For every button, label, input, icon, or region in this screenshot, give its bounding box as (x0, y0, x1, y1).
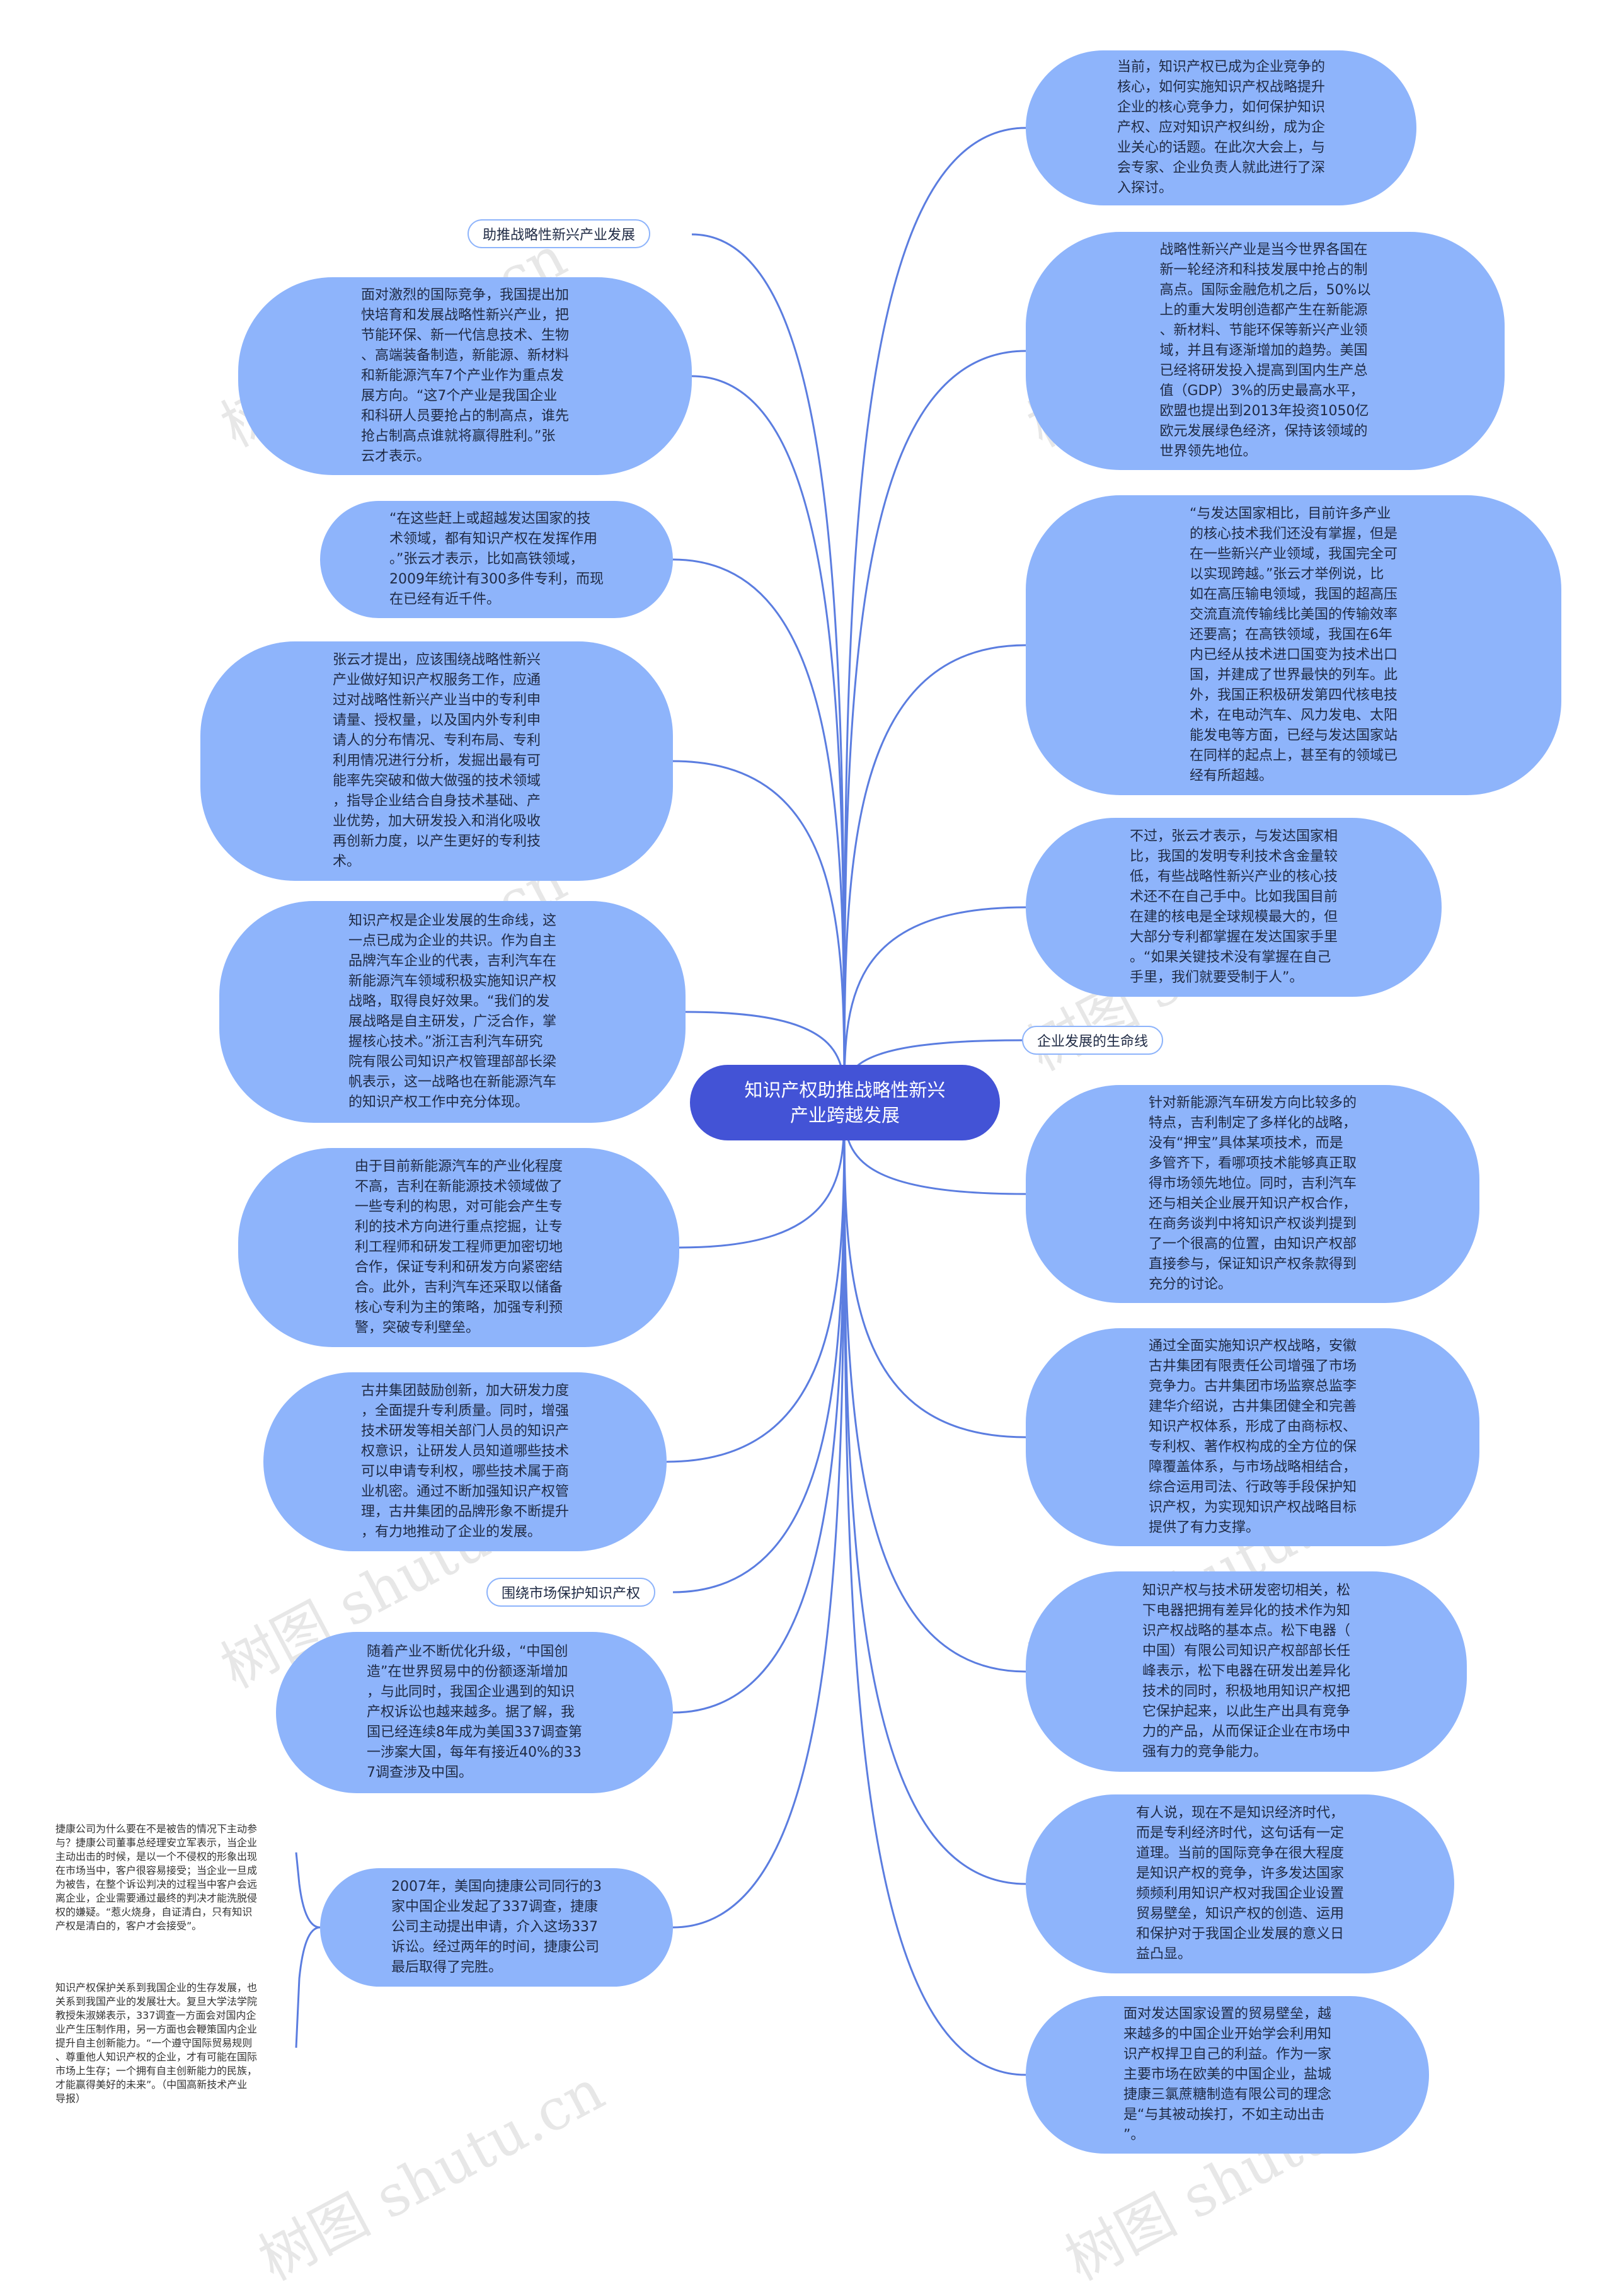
topic-node-text: 不过，张云才表示，与发达国家相 比，我国的发明专利技术含金量较 低，有些战略性新… (1129, 829, 1338, 985)
topic-node-text: 知识产权是企业发展的生命线，这 一点已成为企业的共识。作为自主 品牌汽车企业的代… (348, 913, 556, 1110)
topic-node-text: “在这些赶上或超越发达国家的技 术领域，都有知识产权在发挥作用 。”张云才表示，… (389, 511, 604, 607)
topic-node-text: “与发达国家相比，目前许多产业 的核心技术我们还没有掌握，但是 在一些新兴产业领… (1189, 506, 1398, 784)
topic-node-left[interactable]: 随着产业不断优化升级，“中国创 造”在世界贸易中的份额逐渐增加 ，与此同时，我国… (276, 1632, 673, 1793)
connector-line (691, 233, 846, 1103)
topic-node-right[interactable]: 有人说，现在不是知识经济时代， 而是专利经济时代，这句话有一定 道理。当前的国际… (1026, 1794, 1454, 1973)
topic-node-right[interactable]: 面对发达国家设置的贸易壁垒，越 来越多的中国企业开始学会利用知 识产权捍卫自己的… (1026, 1996, 1429, 2154)
topic-node-text: 当前，知识产权已成为企业竞争的 核心，如何实施知识产权战略提升 企业的核心竞争力… (1116, 59, 1325, 196)
connector-line (843, 1102, 1026, 2076)
topic-node-right[interactable]: 当前，知识产权已成为企业竞争的 核心，如何实施知识产权战略提升 企业的核心竞争力… (1026, 50, 1416, 205)
connector-line (843, 350, 1026, 1103)
topic-node-left[interactable]: 由于目前新能源汽车的产业化程度 不高，吉利在新能源技术领域做了 一些专利的构思，… (238, 1148, 679, 1347)
topic-node-right[interactable]: “与发达国家相比，目前许多产业 的核心技术我们还没有掌握，但是 在一些新兴产业领… (1026, 495, 1561, 795)
topic-node-left[interactable]: 古井集团鼓励创新，加大研发力度 ，全面提升专利质量。同时，增强 技术研发等相关部… (263, 1372, 667, 1551)
topic-node-left[interactable]: 知识产权是企业发展的生命线，这 一点已成为企业的共识。作为自主 品牌汽车企业的代… (219, 901, 686, 1123)
branch-label-support-industry[interactable]: 助推战略性新兴产业发展 (468, 219, 651, 248)
topic-node-text: 知识产权与技术研发密切相关，松 下电器把拥有差异化的技术作为知 识产权战略的基本… (1142, 1583, 1350, 1760)
topic-node-text: 面对激烈的国际竞争，我国提出加 快培育和发展战略性新兴产业，把 节能环保、新一代… (360, 287, 569, 464)
connector-line (843, 1102, 1026, 1885)
topic-node-text: 战略性新兴产业是当今世界各国在 新一轮经济和科技发展中抢占的制 高点。国际金融危… (1159, 242, 1371, 459)
topic-node-text: 张云才提出，应该围绕战略性新兴 产业做好知识产权服务工作，应通 过对战略性新兴产… (332, 652, 541, 870)
connector-line (843, 906, 1026, 1103)
topic-node-left[interactable]: 2007年，美国向捷康公司同行的3 家中国企业发起了337调查，捷康 公司主动提… (320, 1868, 673, 1987)
note-text: 捷康公司为什么要在不是被告的情况下主动参 与？捷康公司董事总经理安立军表示，当企… (55, 1823, 258, 1932)
topic-node-right[interactable]: 不过，张云才表示，与发达国家相 比，我国的发明专利技术含金量较 低，有些战略性新… (1026, 818, 1442, 997)
connector-line (672, 558, 846, 1103)
connector-line (672, 1102, 846, 1929)
topic-node-text: 由于目前新能源汽车的产业化程度 不高，吉利在新能源技术领域做了 一些专利的构思，… (354, 1159, 563, 1336)
topic-node-text: 有人说，现在不是知识经济时代， 而是专利经济时代，这句话有一定 道理。当前的国际… (1135, 1805, 1344, 1962)
note-connector (295, 1852, 321, 2048)
connector-line (843, 1102, 1026, 1438)
connector-line (843, 644, 1026, 1103)
topic-node-text: 古井集团鼓励创新，加大研发力度 ，全面提升专利质量。同时，增强 技术研发等相关部… (360, 1383, 569, 1540)
topic-node-left[interactable]: “在这些赶上或超越发达国家的技 术领域，都有知识产权在发挥作用 。”张云才表示，… (320, 501, 673, 618)
topic-node-right[interactable]: 战略性新兴产业是当今世界各国在 新一轮经济和科技发展中抢占的制 高点。国际金融危… (1026, 232, 1505, 470)
connector-line (672, 760, 846, 1103)
topic-node-left[interactable]: 张云才提出，应该围绕战略性新兴 产业做好知识产权服务工作，应通 过对战略性新兴产… (200, 641, 673, 881)
topic-node-right[interactable]: 通过全面实施知识产权战略，安徽 古井集团有限责任公司增强了市场 竞争力。古井集团… (1026, 1328, 1479, 1546)
topic-node-text: 面对发达国家设置的贸易壁垒，越 来越多的中国企业开始学会利用知 识产权捍卫自己的… (1123, 2006, 1331, 2143)
topic-node-text: 2007年，美国向捷康公司同行的3 家中国企业发起了337调查，捷康 公司主动提… (391, 1879, 602, 1975)
topic-node-left[interactable]: 面对激烈的国际竞争，我国提出加 快培育和发展战略性新兴产业，把 节能环保、新一代… (238, 277, 692, 475)
branch-label-lifeline[interactable]: 企业发展的生命线 (1022, 1026, 1164, 1055)
topic-node-right[interactable]: 针对新能源汽车研发方向比较多的 特点，吉利制定了多样化的战略， 没有“押宝”具体… (1026, 1085, 1479, 1303)
connector-line (691, 375, 846, 1103)
connector-line (843, 127, 1026, 1103)
connector-line (672, 1102, 846, 1714)
topic-node-text: 针对新能源汽车研发方向比较多的 特点，吉利制定了多样化的战略， 没有“押宝”具体… (1148, 1095, 1357, 1292)
topic-node-right[interactable]: 知识产权与技术研发密切相关，松 下电器把拥有差异化的技术作为知 识产权战略的基本… (1026, 1571, 1467, 1772)
connector-line (672, 1102, 846, 1593)
topic-node-text: 通过全面实施知识产权战略，安徽 古井集团有限责任公司增强了市场 竞争力。古井集团… (1148, 1338, 1357, 1535)
note-text: 知识产权保护关系到我国企业的生存发展，也 关系到我国产业的发展壮大。复旦大学法学… (55, 1982, 258, 2104)
topic-node-text: 随着产业不断优化升级，“中国创 造”在世界贸易中的份额逐渐增加 ，与此同时，我国… (367, 1644, 582, 1781)
central-topic-label: 知识产权助推战略性新兴 产业跨越发展 (744, 1079, 946, 1126)
central-topic[interactable]: 知识产权助推战略性新兴 产业跨越发展 (690, 1065, 1000, 1140)
connector-line (666, 1102, 846, 1463)
branch-label-market-protection[interactable]: 围绕市场保护知识产权 (486, 1578, 656, 1607)
